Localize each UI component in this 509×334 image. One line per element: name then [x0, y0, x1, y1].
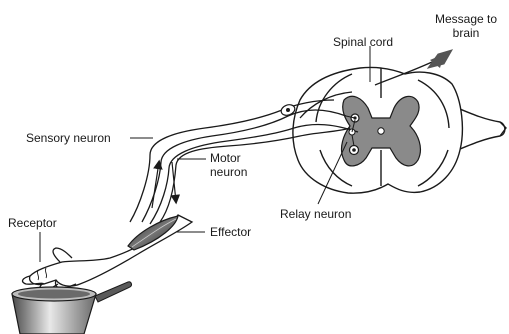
label-receptor: Receptor [8, 216, 57, 230]
direction-arrows [152, 162, 176, 208]
hot-pot [12, 282, 131, 334]
label-message-line1: Message to [435, 12, 497, 26]
label-sensory-neuron: Sensory neuron [26, 131, 111, 145]
label-effector: Effector [210, 225, 251, 239]
label-spinal-cord: Spinal cord [333, 35, 393, 49]
label-motor-line1: Motor [210, 151, 241, 165]
central-canal [378, 128, 384, 134]
label-motor-line2: neuron [210, 165, 247, 179]
label-message-line2: brain [453, 26, 480, 40]
label-relay-neuron: Relay neuron [280, 207, 351, 221]
